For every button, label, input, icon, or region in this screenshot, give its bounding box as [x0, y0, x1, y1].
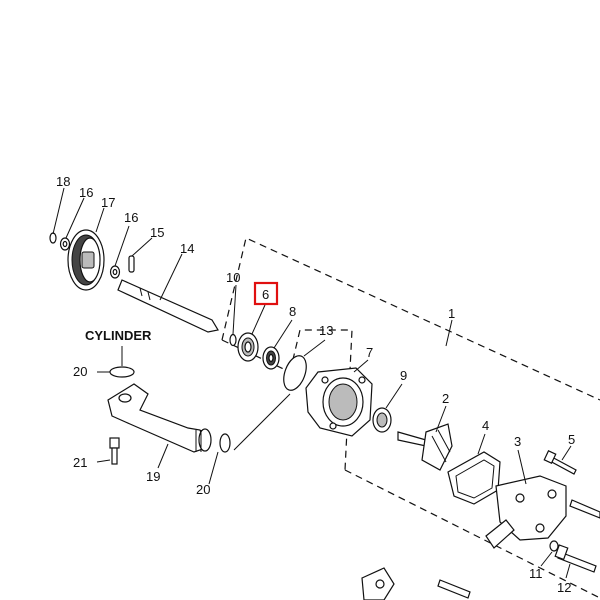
bearing-part-6[interactable] — [237, 332, 259, 362]
label-5: 5 — [568, 432, 575, 447]
washer-part-16-right[interactable] — [109, 265, 121, 279]
label-cylinder: CYLINDER — [85, 328, 152, 343]
label-8: 8 — [289, 304, 296, 319]
o-ring-part-20-top[interactable] — [109, 366, 135, 378]
bolt-part-5[interactable] — [543, 449, 577, 475]
label-17: 17 — [101, 195, 115, 210]
bolt-part-12[interactable] — [554, 544, 597, 573]
highlight-box-part-6 — [253, 281, 279, 306]
label-9: 9 — [400, 368, 407, 383]
washer-part-16-left[interactable] — [59, 237, 71, 251]
bolt-part-21[interactable] — [109, 437, 120, 465]
label-2: 2 — [442, 391, 449, 406]
label-13: 13 — [319, 323, 333, 338]
housing-part-7[interactable] — [305, 367, 373, 437]
circlip-part-10[interactable] — [229, 333, 237, 347]
pipe-part-19[interactable] — [107, 383, 212, 453]
o-ring-part-13[interactable] — [279, 353, 310, 394]
label-19: 19 — [146, 469, 160, 484]
shaft-part-14[interactable] — [117, 279, 219, 333]
pump-cover-part-3[interactable] — [485, 475, 567, 549]
label-18: 18 — [56, 174, 70, 189]
label-16-left: 16 — [79, 185, 93, 200]
impeller-part-2[interactable] — [397, 423, 453, 471]
label-7: 7 — [366, 345, 373, 360]
label-20-top: 20 — [73, 364, 87, 379]
bolt-part-5-right[interactable] — [569, 499, 600, 519]
label-10: 10 — [226, 270, 240, 285]
assembly-boundary-dashed — [221, 237, 600, 599]
label-21: 21 — [73, 455, 87, 470]
label-11: 11 — [529, 566, 543, 581]
label-1: 1 — [448, 306, 455, 321]
label-14: 14 — [180, 241, 194, 256]
seal-part-8[interactable] — [262, 346, 280, 370]
leader-lines — [52, 187, 572, 579]
circlip-part-18[interactable] — [49, 232, 57, 244]
label-12: 12 — [557, 580, 571, 595]
pin-part-15[interactable] — [128, 255, 135, 273]
gasket-part-4[interactable] — [447, 451, 501, 505]
o-ring-part-20-right[interactable] — [219, 433, 231, 453]
bolt-bottom[interactable] — [437, 579, 471, 599]
label-6: 6 — [262, 287, 269, 302]
washer-part-11[interactable] — [549, 540, 559, 552]
seal-part-9[interactable] — [372, 407, 392, 433]
label-3: 3 — [514, 434, 521, 449]
label-4: 4 — [482, 418, 489, 433]
gear-part-17[interactable] — [67, 229, 105, 291]
label-16-right: 16 — [124, 210, 138, 225]
label-15: 15 — [150, 225, 164, 240]
lower-assembly-fragment — [361, 567, 395, 600]
label-20-bottom: 20 — [196, 482, 210, 497]
